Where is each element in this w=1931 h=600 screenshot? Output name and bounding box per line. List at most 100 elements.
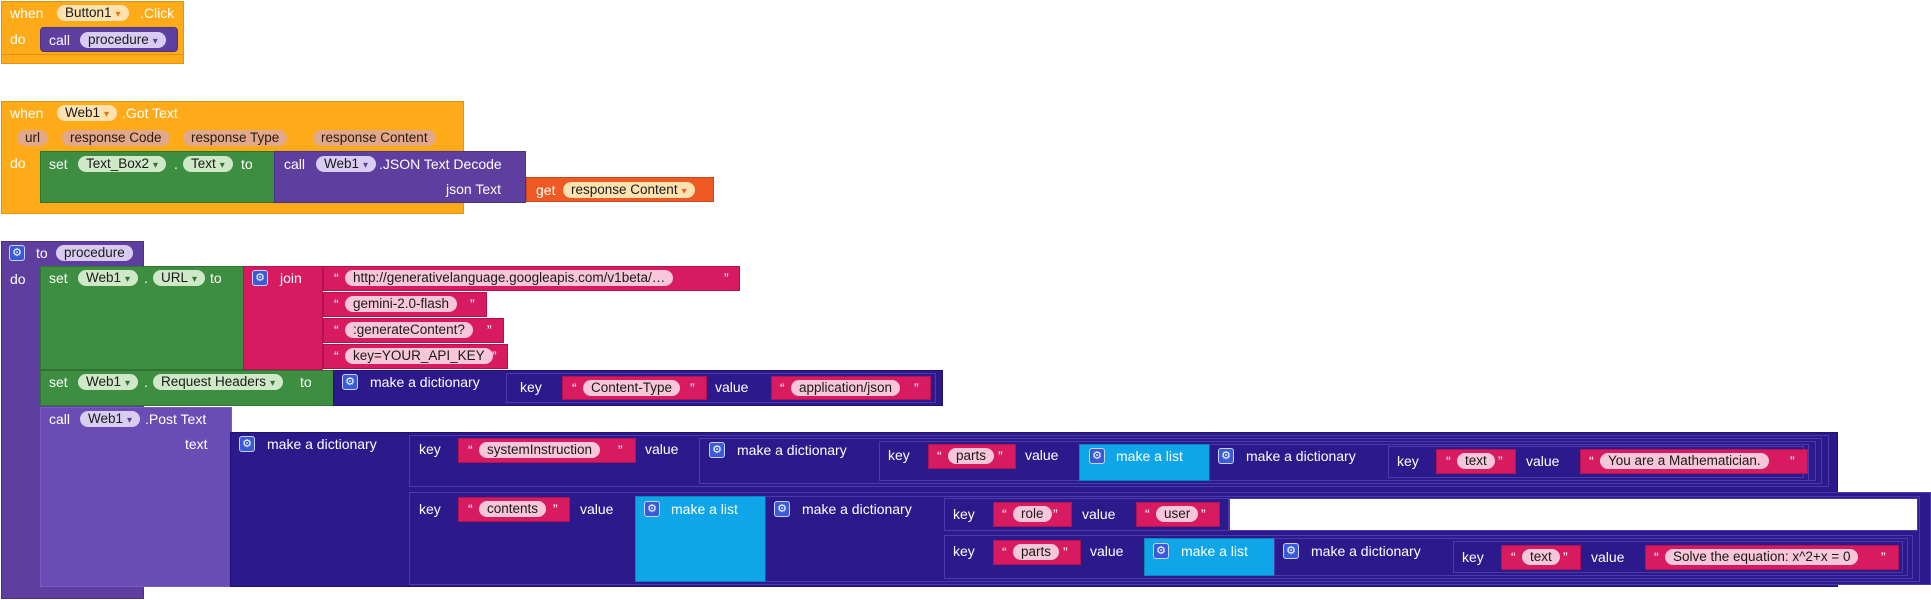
set-label: set	[49, 270, 68, 286]
empty-socket	[1229, 498, 1918, 531]
dropdown-arrow-icon: ▾	[125, 378, 131, 389]
param-response-type[interactable]: response Type	[183, 130, 288, 146]
gear-icon[interactable]: ⚙	[774, 501, 790, 517]
quote-open: “	[1002, 506, 1007, 522]
value-label: value	[1025, 447, 1059, 463]
procedure-dropdown[interactable]: procedure▾	[80, 32, 166, 48]
component-dropdown-web1[interactable]: Web1▾	[57, 105, 118, 121]
set-label: set	[49, 374, 68, 390]
dropdown-arrow-icon: ▾	[219, 160, 225, 171]
set-web1-url-block[interactable]	[40, 266, 245, 370]
post-text-call-block[interactable]	[40, 407, 232, 587]
param-url[interactable]: url	[17, 130, 49, 146]
url-string-field[interactable]: http://generativelanguage.googleapis.com…	[345, 270, 674, 286]
quote-open: “	[468, 501, 473, 517]
component-dropdown-web1[interactable]: Web1▾	[316, 156, 377, 172]
system-text-value-field[interactable]: You are a Mathematician.	[1600, 453, 1769, 469]
call-label: call	[49, 411, 71, 427]
key-label: key	[520, 379, 542, 395]
quote-close: ”	[1498, 453, 1503, 469]
quote-close: ”	[1790, 453, 1795, 469]
gear-icon[interactable]: ⚙	[1089, 448, 1105, 464]
value-label: value	[580, 501, 614, 517]
role-value-field[interactable]: user	[1156, 506, 1199, 522]
param-response-code[interactable]: response Code	[62, 130, 170, 146]
quote-close: ”	[914, 380, 919, 396]
gear-icon[interactable]: ⚙	[1153, 543, 1169, 559]
gear-icon[interactable]: ⚙	[342, 374, 358, 390]
procedure-name-field[interactable]: procedure	[56, 245, 133, 261]
make-dictionary-label: make a dictionary	[1311, 543, 1421, 559]
model-string-field[interactable]: gemini-2.0-flash	[345, 296, 458, 312]
gear-icon[interactable]: ⚙	[1218, 448, 1234, 464]
dropdown-arrow-icon: ▾	[192, 274, 198, 285]
quote-open: “	[334, 348, 339, 364]
system-instruction-key-field[interactable]: systemInstruction	[479, 442, 601, 458]
set-label: set	[49, 156, 68, 172]
quote-open: “	[334, 296, 339, 312]
dropdown-arrow-icon: ▾	[681, 186, 687, 197]
quote-close: ”	[470, 296, 475, 312]
quote-open: “	[1145, 506, 1150, 522]
quote-close: ”	[492, 348, 497, 364]
parts-key-field[interactable]: parts	[1013, 544, 1060, 560]
param-response-content[interactable]: response Content	[313, 130, 436, 146]
method-string-field[interactable]: :generateContent?	[345, 322, 473, 338]
parts-key-field[interactable]: parts	[948, 448, 995, 464]
quote-close: ”	[690, 380, 695, 396]
api-key-string-field[interactable]: key=YOUR_API_KEY	[345, 348, 493, 364]
gear-icon[interactable]: ⚙	[644, 501, 660, 517]
call-label: call	[49, 32, 71, 48]
quote-open: “	[1654, 549, 1659, 565]
do-label: do	[10, 31, 26, 47]
value-label: value	[1591, 549, 1625, 565]
gear-icon[interactable]: ⚙	[709, 442, 725, 458]
component-dropdown-textbox2[interactable]: Text_Box2▾	[78, 156, 167, 172]
make-list-label: make a list	[671, 501, 738, 517]
component-dropdown-button1[interactable]: Button1▾	[57, 5, 129, 21]
value-label: value	[715, 379, 749, 395]
key-label: key	[1462, 549, 1484, 565]
when-label: when	[10, 105, 44, 121]
make-list-label: make a list	[1181, 543, 1248, 559]
text-key-field[interactable]: text	[1457, 453, 1495, 469]
quote-close: ”	[1063, 544, 1068, 560]
role-key-field[interactable]: role	[1013, 506, 1052, 522]
quote-close: ”	[553, 501, 558, 517]
quote-open: “	[937, 448, 942, 464]
property-dropdown-text[interactable]: Text▾	[183, 156, 233, 172]
header-key-field[interactable]: Content-Type	[583, 380, 681, 396]
question-value-field[interactable]: Solve the equation: x^2+x = 0	[1665, 549, 1859, 565]
dropdown-arrow-icon: ▾	[127, 415, 133, 426]
component-dropdown-web1[interactable]: Web1▾	[78, 270, 139, 286]
gear-icon[interactable]: ⚙	[9, 245, 25, 261]
variable-dropdown-response-content[interactable]: response Content▾	[563, 182, 695, 198]
to-label: to	[300, 374, 312, 390]
join-label: join	[280, 270, 302, 286]
event-block-bottom	[1, 54, 184, 64]
component-dropdown-web1[interactable]: Web1▾	[78, 374, 139, 390]
component-dropdown-web1[interactable]: Web1▾	[80, 411, 141, 427]
contents-key-field[interactable]: contents	[479, 501, 547, 517]
gear-icon[interactable]: ⚙	[239, 436, 255, 452]
gear-icon[interactable]: ⚙	[1283, 543, 1299, 559]
to-label: to	[241, 156, 253, 172]
quote-close: ”	[618, 442, 623, 458]
to-label: to	[36, 245, 48, 261]
property-dropdown-request-headers[interactable]: Request Headers▾	[153, 374, 284, 390]
do-label: do	[10, 271, 26, 287]
quote-close: ”	[724, 270, 729, 286]
quote-open: “	[1589, 453, 1594, 469]
header-value-field[interactable]: application/json	[791, 380, 901, 396]
key-label: key	[419, 441, 441, 457]
property-dropdown-url[interactable]: URL▾	[153, 270, 206, 286]
text-key-field[interactable]: text	[1522, 549, 1560, 565]
event-name-label: .Got Text	[122, 105, 178, 121]
text-param-label: text	[185, 436, 208, 452]
dropdown-arrow-icon: ▾	[125, 274, 131, 285]
key-label: key	[953, 543, 975, 559]
value-label: value	[1526, 453, 1560, 469]
gear-icon[interactable]: ⚙	[252, 270, 268, 286]
make-dictionary-label: make a dictionary	[802, 501, 912, 517]
dropdown-arrow-icon: ▾	[270, 378, 276, 389]
